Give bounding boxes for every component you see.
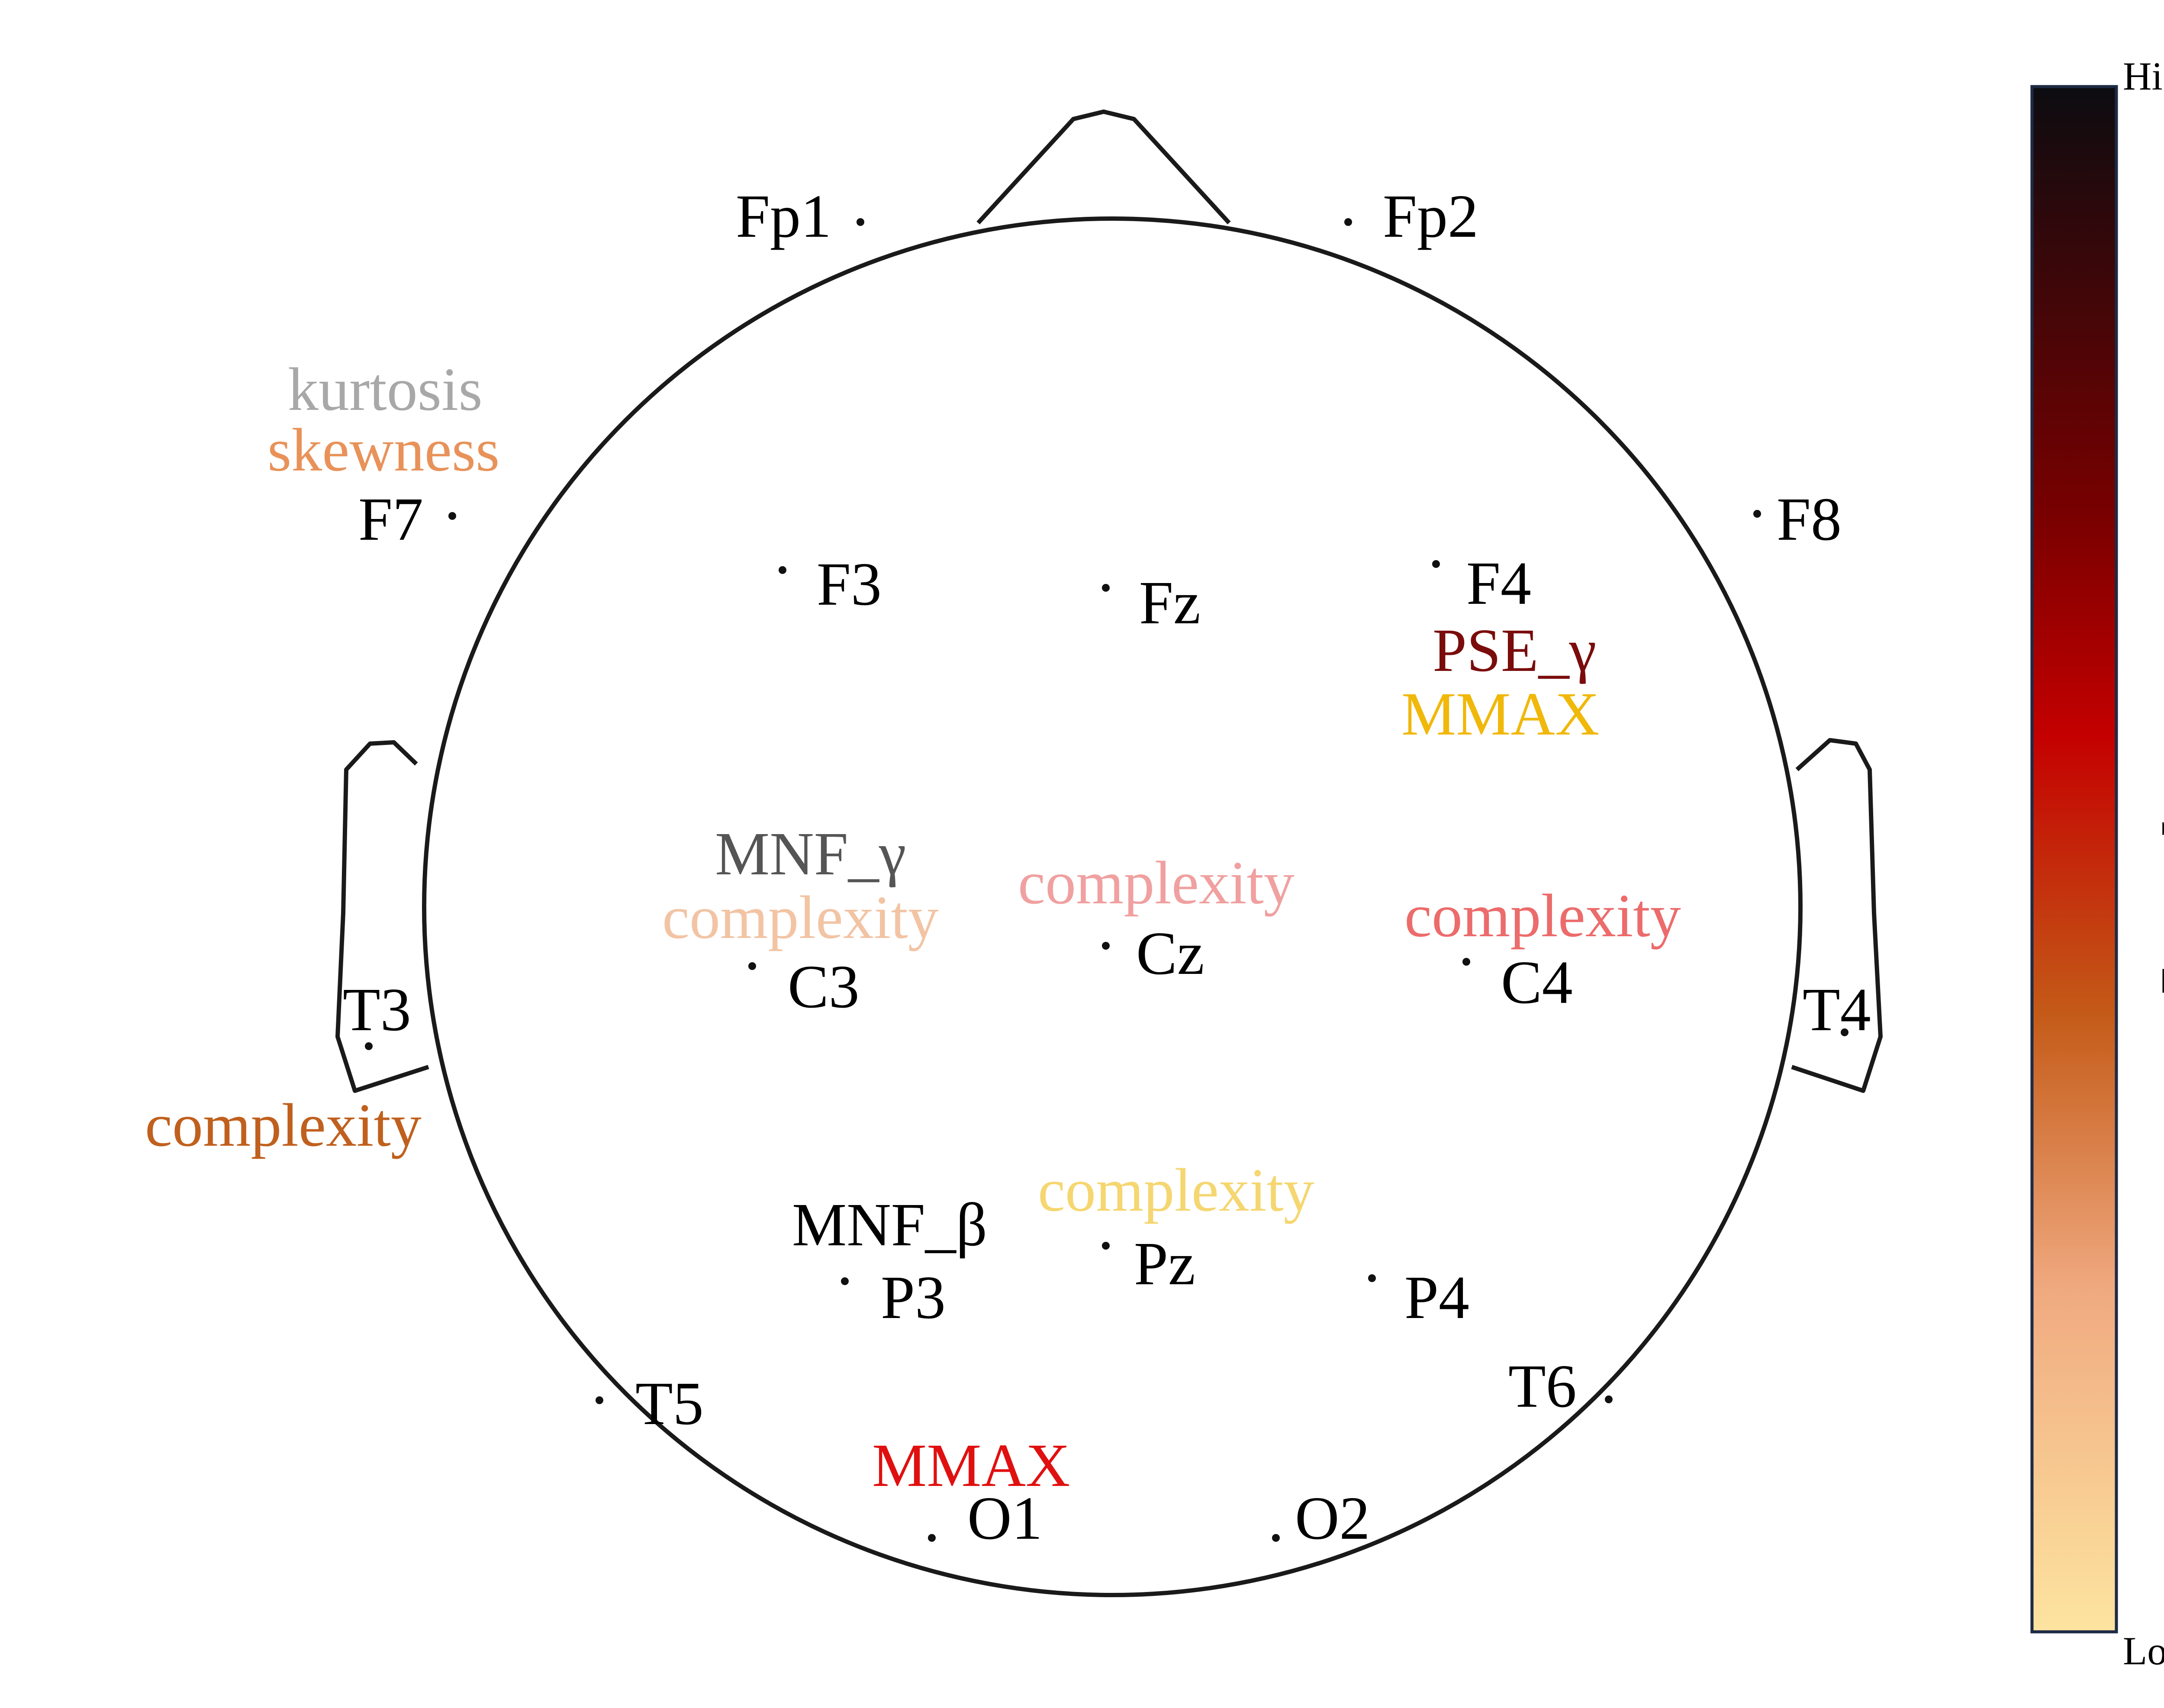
electrode-dot-f7 [448, 512, 456, 520]
colorbar-low-label: Low [2123, 1629, 2164, 1673]
electrode-label-t5: T5 [635, 1369, 704, 1437]
electrode-label-o1: O1 [967, 1484, 1043, 1552]
feature-label-complexity-c3: complexity [662, 883, 939, 951]
scalp-circle [422, 216, 1803, 1597]
feature-label-mmax-f4: MMAX [1401, 680, 1600, 748]
electrode-label-f4: F4 [1466, 549, 1531, 617]
electrode-dot-t4 [1841, 1028, 1848, 1036]
colorbar-gradient [2030, 85, 2118, 1634]
electrode-dot-t3 [365, 1042, 373, 1050]
electrode-label-t3: T3 [343, 975, 411, 1044]
nose-shape [976, 110, 1231, 225]
left-ear-shape [335, 740, 429, 1093]
colorbar: High Low Feature Importance [2030, 54, 2164, 1673]
electrode-dot-f3 [779, 566, 786, 574]
electrode-label-f8: F8 [1777, 485, 1842, 553]
feature-label-complexity-c4: complexity [1404, 881, 1681, 950]
electrode-label-o2: O2 [1295, 1484, 1370, 1552]
feature-label-complexity-cz: complexity [1018, 848, 1295, 917]
electrode-label-p3: P3 [881, 1263, 946, 1331]
electrode-label-t4: T4 [1803, 975, 1871, 1044]
feature-label-kurtosis-f7: kurtosis [288, 355, 483, 423]
feature-label-complexity-t3: complexity [145, 1091, 422, 1159]
electrode-dot-c4 [1462, 958, 1470, 966]
electrode-label-pz: Pz [1134, 1229, 1195, 1298]
electrode-dot-o2 [1272, 1534, 1280, 1542]
electrode-label-p4: P4 [1404, 1263, 1469, 1331]
electrode-dot-f8 [1753, 510, 1761, 518]
electrode-dot-p4 [1368, 1274, 1376, 1282]
electrode-dot-o1 [928, 1534, 936, 1542]
feature-label-skewness-f7: skewness [267, 416, 499, 484]
electrode-dot-t5 [596, 1396, 603, 1404]
electrode-dots [365, 218, 1848, 1542]
electrode-label-f3: F3 [817, 550, 882, 618]
electrode-label-c3: C3 [788, 952, 860, 1021]
electrode-dot-fp1 [857, 218, 864, 226]
right-ear-shape [1791, 738, 1883, 1093]
electrode-dot-fp2 [1344, 218, 1352, 226]
feature-label-mnf-gamma-c3: MNF_γ [715, 819, 906, 888]
electrode-label-c4: C4 [1501, 948, 1573, 1016]
electrode-dot-c3 [748, 962, 756, 970]
feature-label-mnf-beta-p3: MNF_β [792, 1190, 987, 1259]
electrode-label-f7: F7 [358, 485, 423, 553]
electrode-label-fz: Fz [1139, 568, 1201, 637]
colorbar-high-label: High [2123, 54, 2164, 98]
feature-label-pse-gamma-f4: PSE_γ [1433, 616, 1596, 684]
feature-label-mmax-o1: MMAX [872, 1431, 1070, 1499]
electrode-dot-f4 [1432, 560, 1440, 568]
electrode-label-fp1: Fp1 [736, 182, 831, 250]
head-outline [335, 110, 1883, 1597]
feature-labels: kurtosis skewness PSE_γ MMAX MNF_γ compl… [145, 355, 1681, 1499]
electrode-label-t6: T6 [1508, 1352, 1577, 1420]
electrode-dot-p3 [841, 1277, 849, 1285]
electrode-labels: Fp1 Fp2 F7 F8 F3 Fz F4 T3 T4 C3 Cz C4 T5… [343, 182, 1871, 1552]
electrode-dot-cz [1102, 942, 1110, 950]
feature-label-complexity-pz: complexity [1038, 1156, 1314, 1224]
electrode-label-fp2: Fp2 [1383, 182, 1478, 250]
electrode-dot-fz [1102, 584, 1110, 592]
electrode-dot-t6 [1605, 1395, 1613, 1403]
electrode-label-cz: Cz [1136, 919, 1204, 987]
colorbar-title: Feature Importance [2151, 616, 2164, 994]
electrode-dot-pz [1102, 1242, 1110, 1250]
